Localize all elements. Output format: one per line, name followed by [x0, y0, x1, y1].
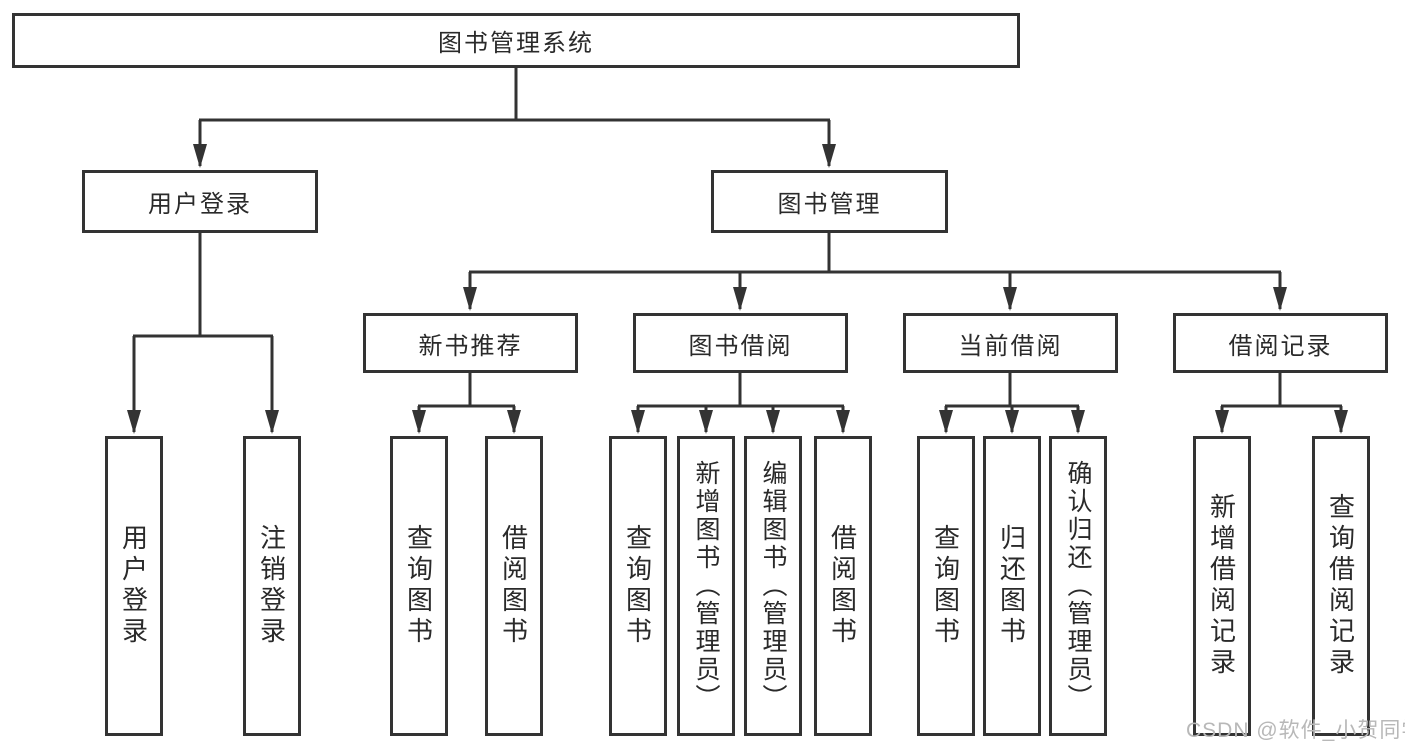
leaf-recommend-query-books: 查询图书	[390, 436, 448, 736]
node-book-management: 图书管理	[711, 170, 948, 233]
leaf-current-query-books: 查询图书	[917, 436, 975, 736]
leaf-current-return-books: 归还图书	[983, 436, 1041, 736]
leaf-borrow-add-books-admin: 新增图书（管理员）	[677, 436, 735, 736]
leaf-user-login: 用户登录	[105, 436, 163, 736]
node-system-root: 图书管理系统	[12, 13, 1020, 68]
leaf-records-query-record: 查询借阅记录	[1312, 436, 1370, 736]
node-book-borrow: 图书借阅	[633, 313, 848, 373]
leaf-borrow-edit-books-admin: 编辑图书（管理员）	[744, 436, 802, 736]
leaf-borrow-borrow-books: 借阅图书	[814, 436, 872, 736]
leaf-current-confirm-return-admin: 确认归还（管理员）	[1049, 436, 1107, 736]
leaf-records-add-record: 新增借阅记录	[1193, 436, 1251, 736]
leaf-recommend-borrow-books: 借阅图书	[485, 436, 543, 736]
node-borrow-records: 借阅记录	[1173, 313, 1388, 373]
node-user-login: 用户登录	[82, 170, 318, 233]
csdn-watermark: CSDN @软件_小贺同学	[1186, 719, 1405, 742]
node-new-book-recommend: 新书推荐	[363, 313, 578, 373]
leaf-logout: 注销登录	[243, 436, 301, 736]
leaf-borrow-query-books: 查询图书	[609, 436, 667, 736]
node-current-borrow: 当前借阅	[903, 313, 1118, 373]
